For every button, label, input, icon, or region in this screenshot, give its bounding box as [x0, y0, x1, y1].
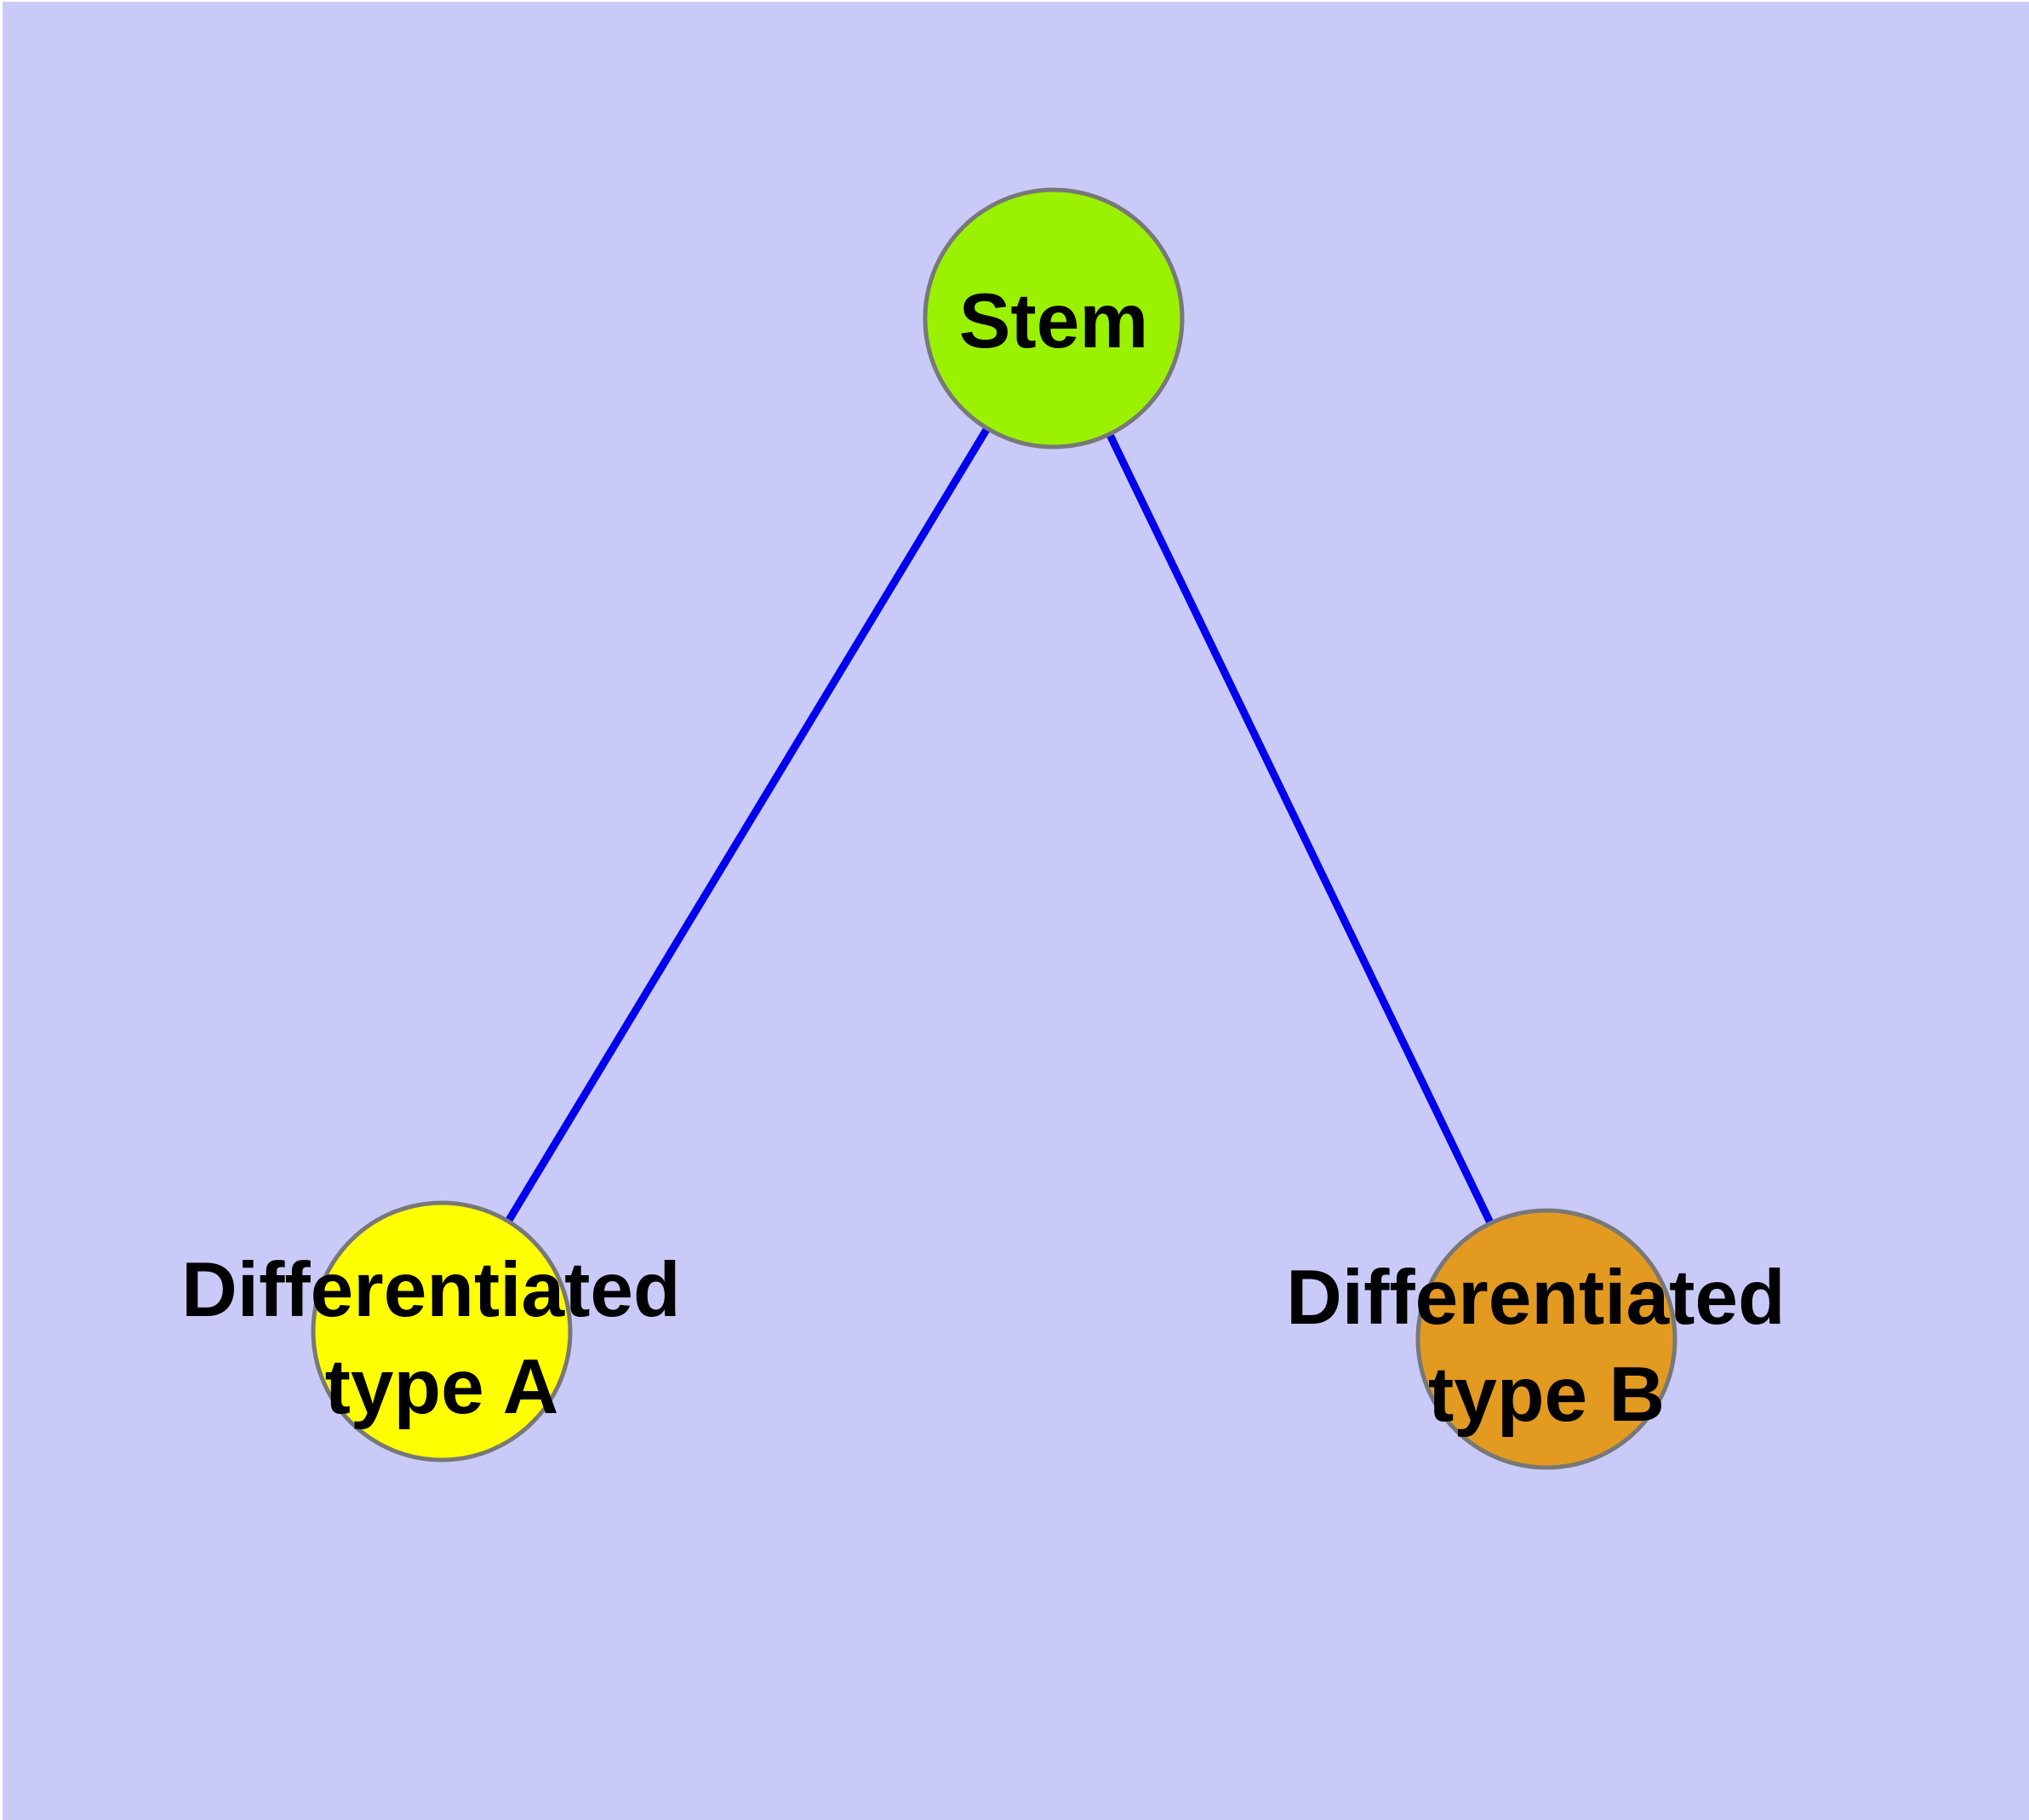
edge-stem-to-type-b [1049, 317, 1551, 1341]
node-type-a-label-line2: type A [325, 1344, 559, 1430]
node-differentiated-type-b [1415, 1208, 1677, 1470]
node-differentiated-type-a [311, 1200, 573, 1462]
node-stem-label: Stem [959, 278, 1149, 364]
node-type-b-label-line1: Differentiated [1286, 1255, 1786, 1341]
node-type-b-label: Differentiated type B [1286, 1255, 1807, 1438]
node-type-a-label: Differentiated type A [181, 1247, 702, 1430]
node-stem [923, 187, 1185, 449]
edge-stem-to-type-a [438, 316, 1057, 1334]
node-type-a-label-line1: Differentiated [181, 1247, 681, 1333]
node-type-b-label-line2: type B [1428, 1352, 1665, 1438]
